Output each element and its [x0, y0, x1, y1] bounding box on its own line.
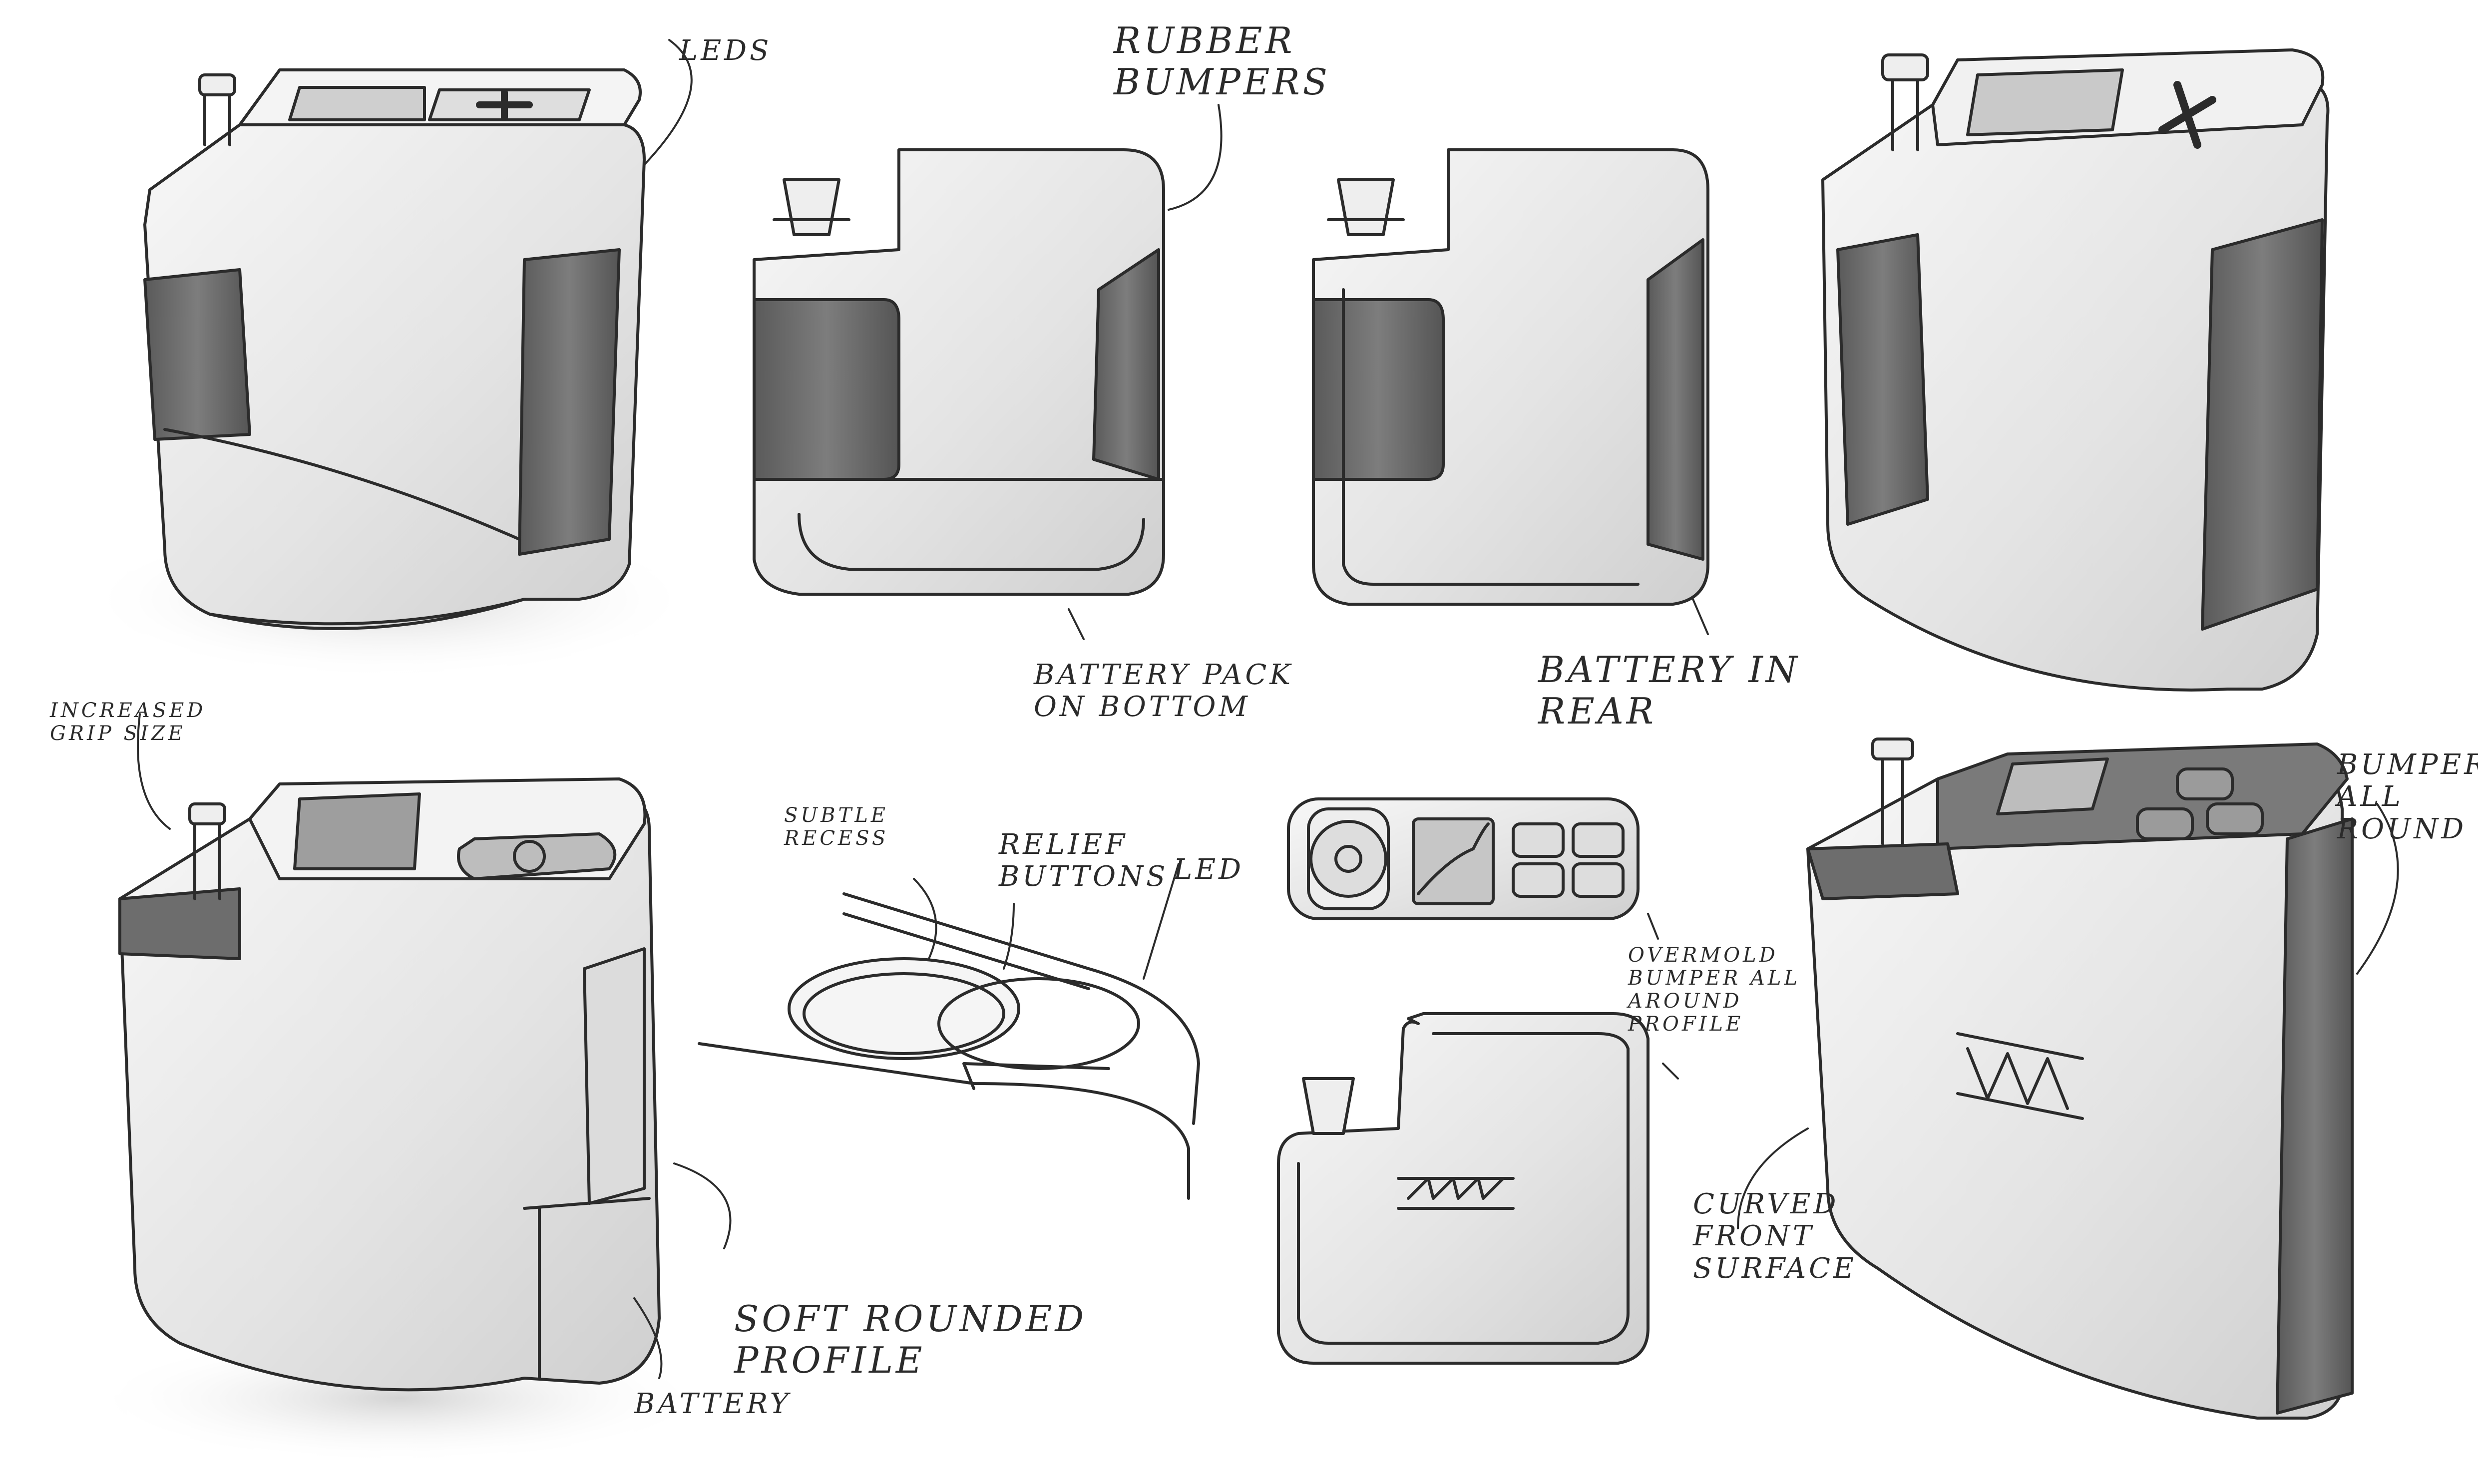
annotation-increased-grip-size: Increased grip size: [50, 699, 206, 745]
annotation-bumper-all-round: Bumper all round: [2337, 748, 2478, 845]
annotation-rubber-bumpers: Rubber Bumpers: [1114, 19, 1330, 103]
annotation-leds: LEDs: [679, 34, 772, 67]
annotation-battery-in-rear: Battery in Rear: [1538, 649, 1800, 732]
annotation-overmold-bumper: Overmold bumper all around profile: [1628, 944, 1801, 1036]
annotation-soft-rounded-profile: Soft Rounded Profile: [734, 1298, 1087, 1381]
device-perspective-bottom-right: [1806, 738, 2354, 1420]
device-perspective-bottom-left: [90, 777, 709, 1463]
annotation-leaders: [137, 39, 2399, 1379]
annotation-subtle-recess: Subtle Recess: [784, 804, 889, 850]
annotation-curved-front-surface: Curved Front Surface: [1693, 1188, 1857, 1285]
annotation-battery: Battery: [634, 1388, 792, 1420]
device-front-view: [1277, 1012, 1650, 1365]
device-top-view: [1287, 797, 1640, 920]
annotation-led: LED: [1174, 853, 1244, 886]
detail-relief-buttons: [698, 892, 1200, 1200]
annotation-relief-buttons: Relief Buttons: [999, 828, 1169, 893]
device-side-battery-rear: [1312, 148, 1709, 606]
device-side-battery-bottom: [753, 148, 1165, 596]
device-perspective-top-right: [1821, 48, 2330, 692]
device-perspective-top-left: [80, 68, 699, 679]
annotation-battery-pack-on-bottom: Battery pack on bottom: [1034, 659, 1294, 724]
